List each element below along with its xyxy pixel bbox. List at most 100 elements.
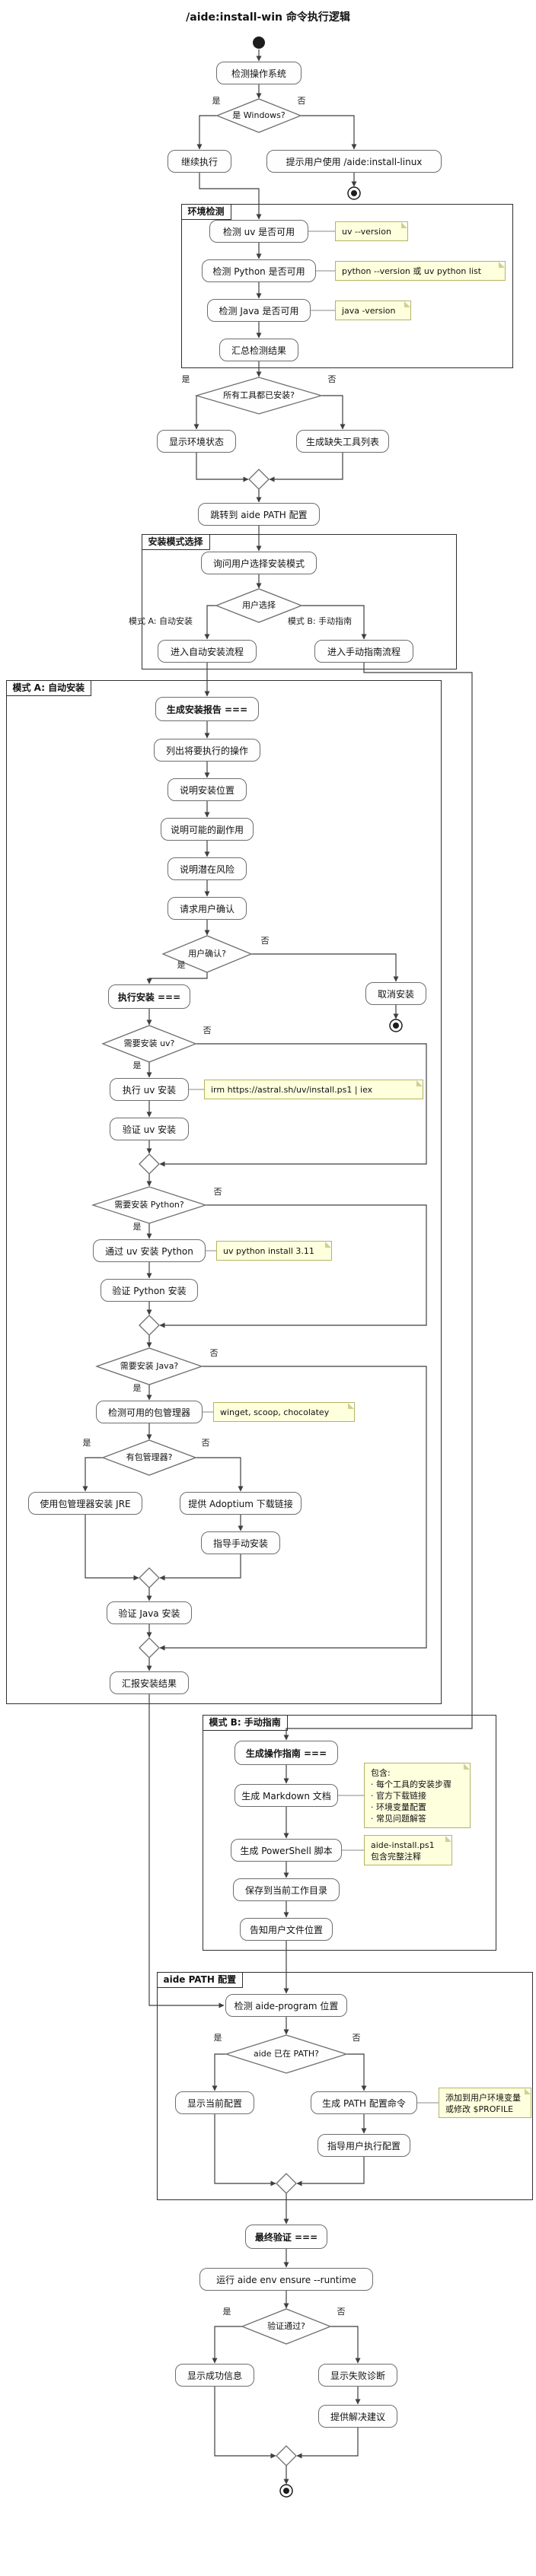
decision-shapes [91,98,349,2466]
activity-check-uv: 检测 uv 是否可用 [209,220,308,243]
activity-enter-manual: 进入手动指南流程 [314,640,413,663]
activity-show-failure-diag: 显示失败诊断 [318,2364,397,2387]
note-connectors [189,231,439,2104]
decision-aide-in-path-shape [224,2034,349,2074]
label-no-need-python: 否 [213,1187,222,1197]
label-yes-need-python: 是 [132,1222,142,1232]
activity-gen-markdown: 生成 Markdown 文档 [234,1784,338,1807]
end-node-final [279,2484,293,2498]
label-mode-b-branch: 模式 B: 手动指南 [287,616,353,626]
flow-edges [82,49,473,2485]
activity-uv-install-python: 通过 uv 安装 Python [93,1239,206,1262]
decision-is-windows-shape [215,98,302,133]
partition-mode-b-label: 模式 B: 手动指南 [202,1714,288,1731]
merge-uv [139,1153,160,1175]
activity-show-current-config: 显示当前配置 [175,2091,254,2114]
note-java-version: java -version [335,301,411,320]
activity-guide-manual-install: 指导手动安装 [201,1531,280,1554]
activity-verify-java: 验证 Java 安装 [107,1601,192,1624]
decision-need-java-shape [95,1347,203,1385]
note-python-version: python --version 或 uv python list [335,261,506,281]
label-no-in-path: 否 [352,2033,361,2043]
note-uv-python-install: uv python install 3.11 [216,1241,332,1261]
merge-python [139,1315,160,1336]
note-path-config: 添加到用户环境变量 或修改 $PROFILE [439,2088,531,2118]
activity-show-env-status: 显示环境状态 [157,430,236,453]
label-mode-a-branch: 模式 A: 自动安装 [128,616,193,626]
decision-has-pkg-mgr-shape [101,1439,197,1476]
activity-jump-aide-path: 跳转到 aide PATH 配置 [198,503,320,526]
note-powershell-file: aide-install.ps1 包含完整注释 [364,1835,452,1865]
partition-aide-path: aide PATH 配置 [156,1971,533,2200]
partition-install-mode: 安装模式选择 [141,533,457,669]
partition-mode-b: 模式 B: 手动指南 [202,1714,496,1951]
merge-java [139,1637,160,1658]
label-yes-windows: 是 [212,96,221,106]
decision-user-confirm-shape [161,935,253,973]
note-package-managers: winget, scoop, chocolatey [213,1402,355,1422]
activity-show-success: 显示成功信息 [175,2364,254,2387]
activity-request-confirmation: 请求用户确认 [168,897,247,920]
note-uv-version: uv --version [335,221,408,241]
decision-need-uv: 需要安装 uv? [123,1038,175,1048]
partition-env: 环境检测 [180,203,513,368]
activity-gen-powershell: 生成 PowerShell 脚本 [231,1839,342,1862]
activity-missing-tools-list: 生成缺失工具列表 [296,430,389,453]
label-yes-in-path: 是 [213,2033,222,2043]
label-no-windows: 否 [297,96,306,106]
label-no-pkg-mgr: 否 [201,1438,210,1448]
label-yes-confirm: 是 [177,960,186,970]
decision-user-confirm: 用户确认? [188,949,226,959]
label-no-need-uv: 否 [203,1026,212,1035]
activity-run-env-ensure: 运行 aide env ensure --runtime [199,2268,373,2291]
decision-need-python-shape [91,1186,208,1224]
activity-final-verify: 最终验证 === [245,2225,327,2249]
activity-continue: 继续执行 [168,150,231,173]
activity-enter-auto: 进入自动安装流程 [158,640,257,663]
activity-save-cwd: 保存到当前工作目录 [233,1878,340,1901]
label-no-need-java: 否 [209,1348,219,1358]
label-yes-need-uv: 是 [132,1061,142,1070]
merge-final [276,2445,297,2466]
note-uv-install-cmd: irm https://astral.sh/uv/install.ps1 | i… [204,1080,423,1099]
decision-verify-pass-shape [241,2308,332,2345]
label-yes-need-java: 是 [132,1383,142,1393]
activity-gen-guide: 生成操作指南 === [234,1741,338,1765]
activity-verify-python: 验证 Python 安装 [100,1279,198,1302]
decision-is-windows: 是 Windows? [232,110,286,120]
activity-verify-uv: 验证 uv 安装 [110,1118,189,1140]
partition-mode-a: 模式 A: 自动安装 [5,679,442,1704]
label-yes-pkg-mgr: 是 [82,1438,91,1448]
end-node-cancel [389,1019,403,1032]
activity-summarize-results: 汇总检测结果 [219,339,298,361]
decision-all-installed-shape [194,377,324,415]
decision-need-uv-shape [101,1025,197,1063]
decision-aide-in-path: aide 已在 PATH? [254,2049,319,2059]
activity-check-python: 检测 Python 是否可用 [202,259,316,282]
label-no-all-installed: 否 [327,374,337,384]
partition-install-mode-label: 安装模式选择 [141,533,210,550]
activity-pkg-install-jre: 使用包管理器安装 JRE [28,1492,142,1515]
decision-need-python: 需要安装 Python? [114,1200,184,1210]
label-yes-all-installed: 是 [181,374,190,384]
activity-notify-file-location: 告知用户文件位置 [240,1918,333,1941]
activity-exec-install: 执行安装 === [108,984,190,1009]
partition-env-label: 环境检测 [180,203,231,220]
activity-detect-package-managers: 检测可用的包管理器 [96,1401,203,1423]
merge-env-result [248,469,270,490]
activity-provide-suggestions: 提供解决建议 [318,2405,397,2428]
activity-explain-side-effects: 说明可能的副作用 [161,818,254,841]
decision-user-choice-shape [215,588,303,623]
decision-user-choice: 用户选择 [242,600,276,610]
terminal-nodes [253,37,403,2498]
activity-gen-path-command: 生成 PATH 配置命令 [311,2091,417,2114]
activity-list-operations: 列出将要执行的操作 [154,739,260,762]
start-node [253,37,265,49]
end-node-linux [347,186,361,200]
label-no-verify: 否 [337,2307,346,2317]
activity-explain-risks: 说明潜在风险 [168,857,247,880]
activity-run-uv-install: 执行 uv 安装 [110,1078,189,1101]
activity-report-install-results: 汇报安装结果 [110,1671,189,1694]
